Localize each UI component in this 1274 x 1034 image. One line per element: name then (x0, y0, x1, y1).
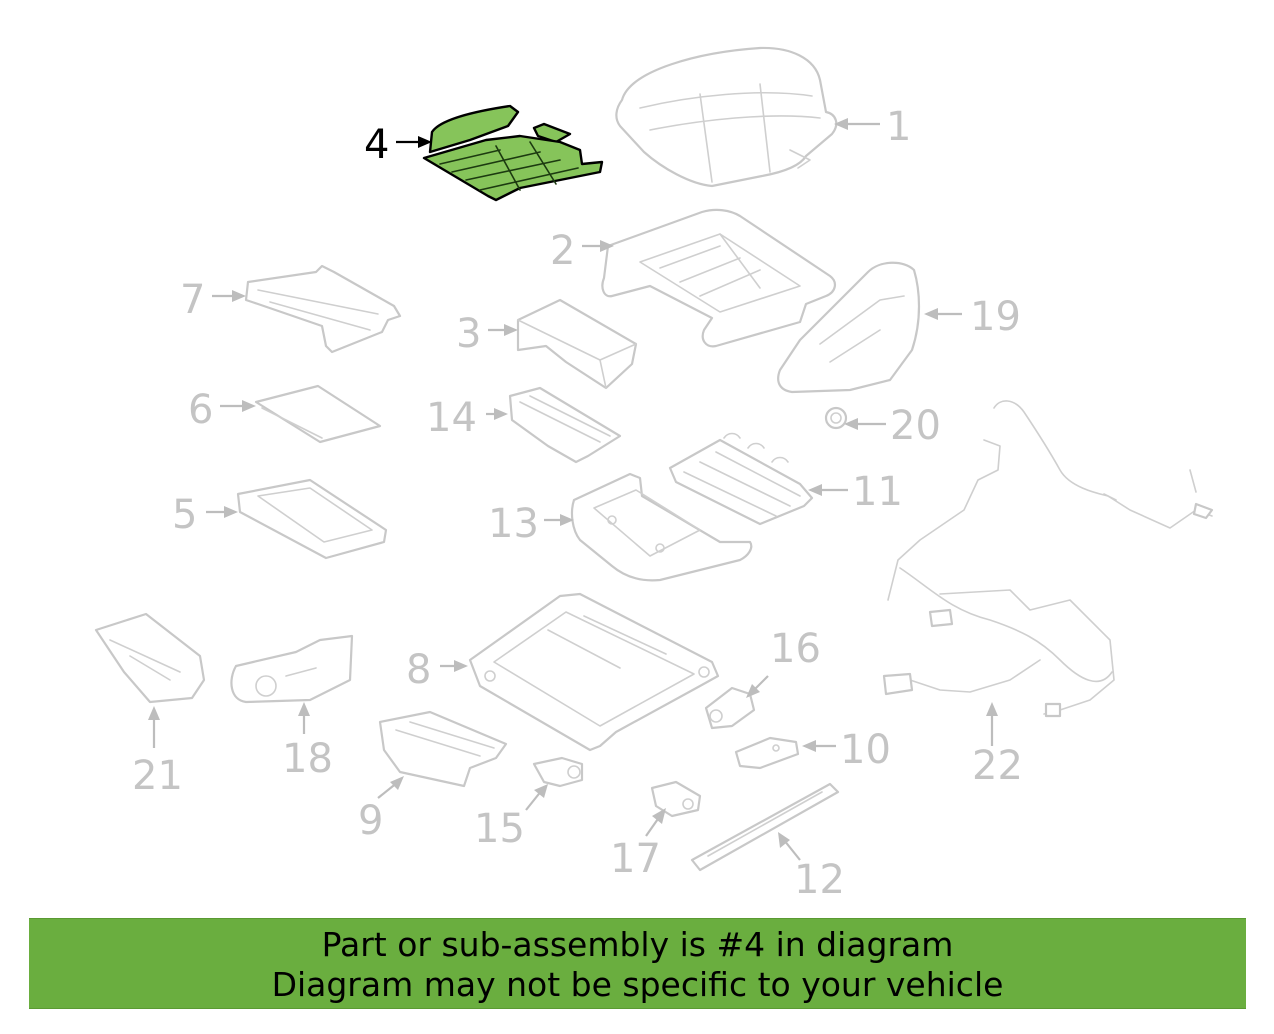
callout-3: 3 (456, 311, 481, 357)
callout-9: 9 (358, 798, 383, 844)
callout-17: 17 (610, 836, 661, 882)
part-10-bracket (734, 736, 800, 770)
callout-6: 6 (188, 387, 213, 433)
callout-18: 18 (282, 736, 333, 782)
part-8-track-frame (468, 592, 720, 752)
callout-11: 11 (852, 469, 903, 515)
callout-22: 22 (972, 743, 1023, 789)
callout-21: 21 (132, 753, 183, 799)
part-17-switch (650, 780, 702, 818)
part-5-tray (236, 478, 388, 560)
leader-lines (148, 118, 998, 861)
part-9-lower-bracket (378, 710, 508, 788)
callout-2: 2 (550, 228, 575, 274)
part-14-bracket (508, 386, 622, 464)
callout-4: 4 (364, 122, 389, 168)
part-13-seat-base (570, 472, 753, 582)
callout-14: 14 (426, 395, 477, 441)
callout-7: 7 (180, 277, 205, 323)
part-11-spring-frame (668, 432, 814, 526)
callout-19: 19 (970, 294, 1021, 340)
callout-20: 20 (890, 403, 941, 449)
info-banner: Part or sub-assembly is #4 in diagram Di… (29, 918, 1246, 1009)
part-4-shape (428, 104, 520, 154)
part-4-mat (422, 134, 604, 202)
callout-8: 8 (406, 647, 431, 693)
part-15-actuator (532, 756, 584, 788)
part-21-bracket (94, 612, 206, 704)
part-20-clip (824, 406, 848, 430)
part-16-motor (704, 686, 756, 730)
part-7-bracket (244, 264, 402, 354)
part-22-wire-harness (882, 400, 1214, 718)
part-4-highlighted (422, 104, 604, 202)
part-1-seat-cushion (615, 46, 838, 188)
part-3-pad-block (516, 298, 638, 390)
parts-diagram: 1 2 3 4 5 6 7 8 9 10 11 12 13 14 15 16 1… (94, 46, 1214, 903)
callout-1: 1 (886, 104, 911, 150)
callout-5: 5 (172, 492, 197, 538)
callout-15: 15 (474, 806, 525, 852)
banner-line-1: Part or sub-assembly is #4 in diagram (321, 925, 954, 964)
callout-16: 16 (770, 626, 821, 672)
part-18-motor-cover (230, 634, 354, 704)
part-12-rail (690, 782, 840, 872)
banner-line-2: Diagram may not be specific to your vehi… (271, 965, 1004, 1004)
callout-10: 10 (840, 727, 891, 773)
part-4-tab (532, 122, 572, 144)
part-2-seat-frame (601, 208, 836, 348)
part-19-side-shield (777, 261, 921, 394)
callout-13: 13 (488, 501, 539, 547)
part-6-flat-pad (254, 384, 382, 444)
callout-12: 12 (794, 857, 845, 903)
